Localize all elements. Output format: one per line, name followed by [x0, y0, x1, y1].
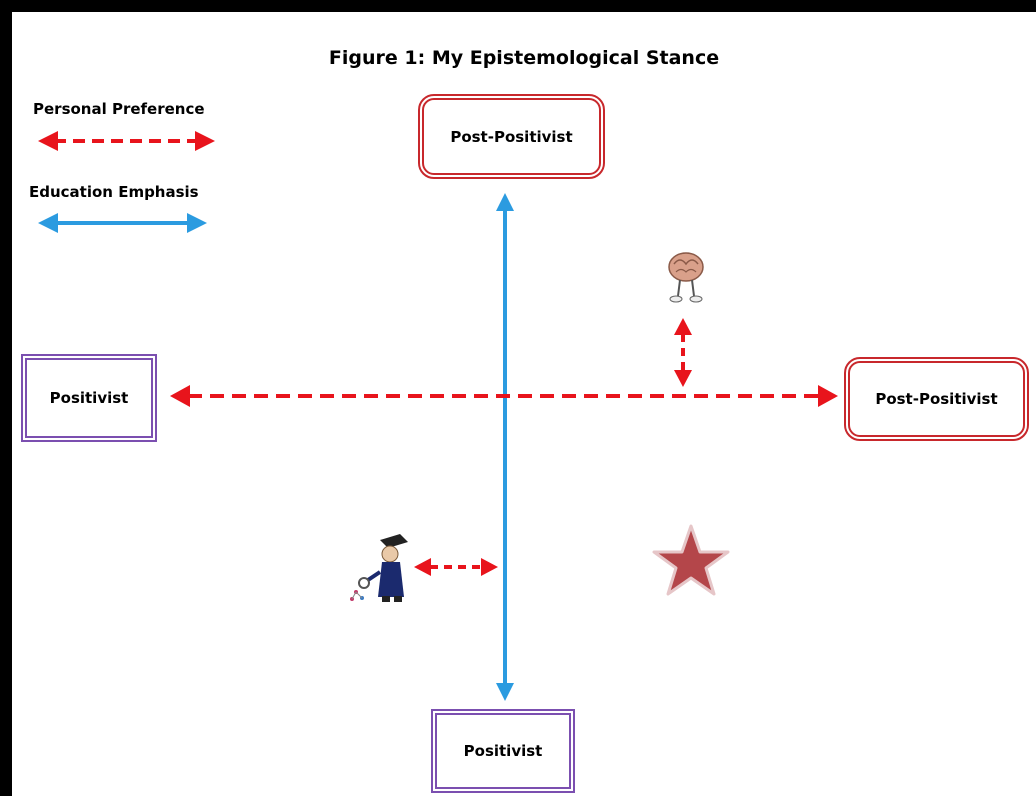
post-positivist-label-top: Post-Positivist: [450, 127, 573, 146]
legend-personal-preference-label: Personal Preference: [33, 100, 205, 118]
positivist-label-bottom: Positivist: [463, 742, 543, 760]
brain-preference-arrow: [674, 318, 692, 387]
legend-education-emphasis-arrow: [38, 213, 207, 233]
vertical-axis-arrow: [496, 193, 514, 701]
post-positivist-label-right: Post-Positivist: [875, 390, 998, 408]
brain-character-icon: [668, 252, 704, 303]
figure-canvas: Figure 1: My Epistemological Stance Pers…: [12, 12, 1036, 796]
star-icon: [652, 524, 730, 596]
legend-personal-preference-arrow: [38, 131, 215, 151]
figure-title: Figure 1: My Epistemological Stance: [328, 47, 720, 69]
graduate-preference-arrow: [414, 558, 498, 576]
horizontal-axis-arrow: [170, 385, 838, 407]
post-positivist-box-top: Post-Positivist: [418, 94, 605, 179]
positivist-box-left: Positivist: [21, 354, 157, 442]
positivist-box-bottom: Positivist: [431, 709, 575, 793]
legend-education-emphasis-label: Education Emphasis: [29, 183, 199, 201]
graduate-scientist-icon: [350, 534, 408, 602]
positivist-label-left: Positivist: [49, 389, 129, 407]
diagram-arrows: [38, 131, 838, 701]
post-positivist-box-right: Post-Positivist: [844, 357, 1029, 441]
